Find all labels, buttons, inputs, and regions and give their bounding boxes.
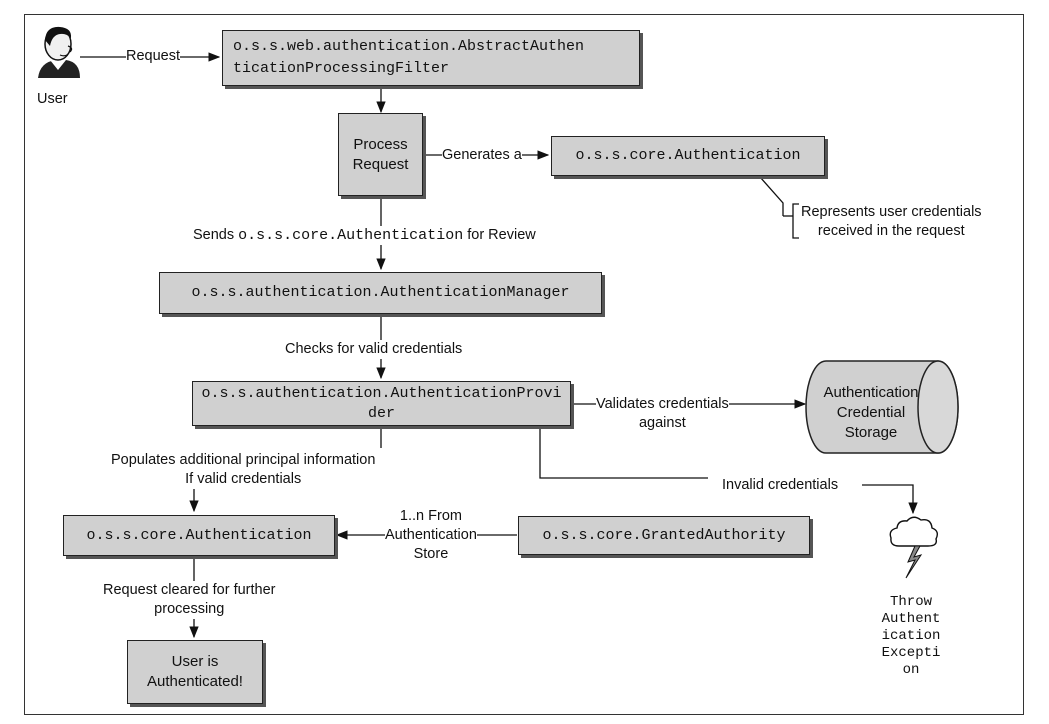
label-from-store: 1..n From Authentication Store bbox=[385, 507, 477, 564]
label-sends-prefix: Sends bbox=[193, 227, 239, 243]
label-represents: Represents user credentials received in … bbox=[801, 204, 982, 239]
credential-storage-cylinder bbox=[805, 360, 959, 454]
authentication-box-1: o.s.s.core.Authentication bbox=[551, 136, 825, 176]
granted-authority-box: o.s.s.core.GrantedAuthority bbox=[518, 516, 810, 555]
authentication-manager-box: o.s.s.authentication.AuthenticationManag… bbox=[159, 272, 602, 314]
filter-box: o.s.s.web.authentication.AbstractAuthen … bbox=[222, 30, 640, 86]
user-authenticated-box: User is Authenticated! bbox=[127, 640, 263, 704]
label-sends-code: o.s.s.core.Authentication bbox=[238, 227, 464, 244]
label-checks: Checks for valid credentials bbox=[285, 340, 463, 359]
edge-invalid bbox=[539, 427, 708, 479]
user-label: User bbox=[37, 91, 68, 107]
represents-bracket bbox=[792, 203, 799, 239]
authentication-box-2: o.s.s.core.Authentication bbox=[63, 515, 335, 556]
label-cleared: Request cleared for further processing bbox=[103, 581, 276, 619]
label-validates: Validates credentials against bbox=[596, 395, 729, 433]
exception-cloud-icon bbox=[889, 516, 939, 579]
diagram-frame bbox=[24, 14, 1024, 715]
credential-storage-label: Authentication Credential Storage bbox=[823, 384, 919, 441]
label-sends-review: Sends o.s.s.core.Authentication for Revi… bbox=[193, 226, 536, 245]
label-generates: Generates a bbox=[442, 146, 522, 165]
user-icon bbox=[38, 26, 80, 78]
label-invalid: Invalid credentials bbox=[722, 476, 839, 495]
edge-represents-callout bbox=[759, 176, 784, 216]
label-populates: Populates additional principal informati… bbox=[111, 451, 376, 489]
label-request: Request bbox=[126, 47, 181, 66]
process-request-box: Process Request bbox=[338, 113, 423, 196]
throw-exception-label: Throw Authent ication Excepti on bbox=[881, 594, 941, 678]
label-sends-suffix: for Review bbox=[463, 227, 536, 243]
authentication-provider-box: o.s.s.authentication.AuthenticationProvi… bbox=[192, 381, 571, 426]
